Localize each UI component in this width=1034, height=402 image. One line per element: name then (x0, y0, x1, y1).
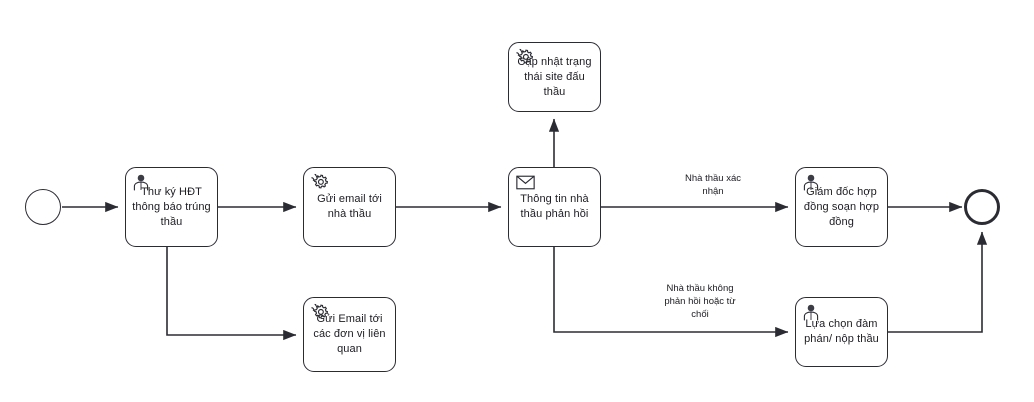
task-gui-email-don-vi[interactable]: Gửi Email tới các đơn vị liên quan (303, 297, 396, 372)
task-label: Cập nhật trạng thái site đấu thầu (517, 55, 592, 98)
task-giam-doc-hop-dong[interactable]: Giám đốc hợp đồng soạn hợp đồng (795, 167, 888, 247)
gear-icon (309, 172, 329, 192)
envelope-icon (516, 175, 535, 190)
task-label: Lựa chọn đàm phán/ nộp thầu (804, 318, 879, 345)
edge-label-nha-thau-xac-nhan: Nhà thầu xác nhận (685, 173, 741, 197)
task-lua-chon-dam-phan[interactable]: Lựa chọn đàm phán/ nộp thầu (795, 297, 888, 367)
task-label: Thư ký HĐT thông báo trúng thầu (132, 185, 211, 228)
task-label: Giám đốc hợp đồng soạn hợp đồng (803, 185, 880, 228)
task-thu-ky-hdt[interactable]: Thư ký HĐT thông báo trúng thầu (125, 167, 218, 247)
start-event[interactable] (25, 189, 61, 225)
user-icon (131, 172, 151, 192)
user-icon (801, 302, 821, 322)
task-label: Thông tin nhà thầu phản hồi (520, 193, 589, 220)
task-label: Gửi email tới nhà thầu (317, 193, 382, 220)
edge-label-nha-thau-khong-phan-hoi: Nhà thầu không phản hồi hoặc từ chối (664, 283, 736, 320)
task-gui-email-nha-thau[interactable]: Gửi email tới nhà thầu (303, 167, 396, 247)
task-cap-nhat-site[interactable]: Cập nhật trạng thái site đấu thầu (508, 42, 601, 112)
gear-icon (309, 302, 329, 322)
end-event[interactable] (964, 189, 1000, 225)
user-icon (801, 172, 821, 192)
task-thong-tin-phan-hoi[interactable]: Thông tin nhà thầu phản hồi (508, 167, 601, 247)
edge-task1-to-email-donvi (166, 247, 297, 341)
gear-icon (514, 47, 534, 67)
task-label: Gửi Email tới các đơn vị liên quan (313, 313, 386, 355)
edge-luachon-to-end (888, 231, 988, 333)
